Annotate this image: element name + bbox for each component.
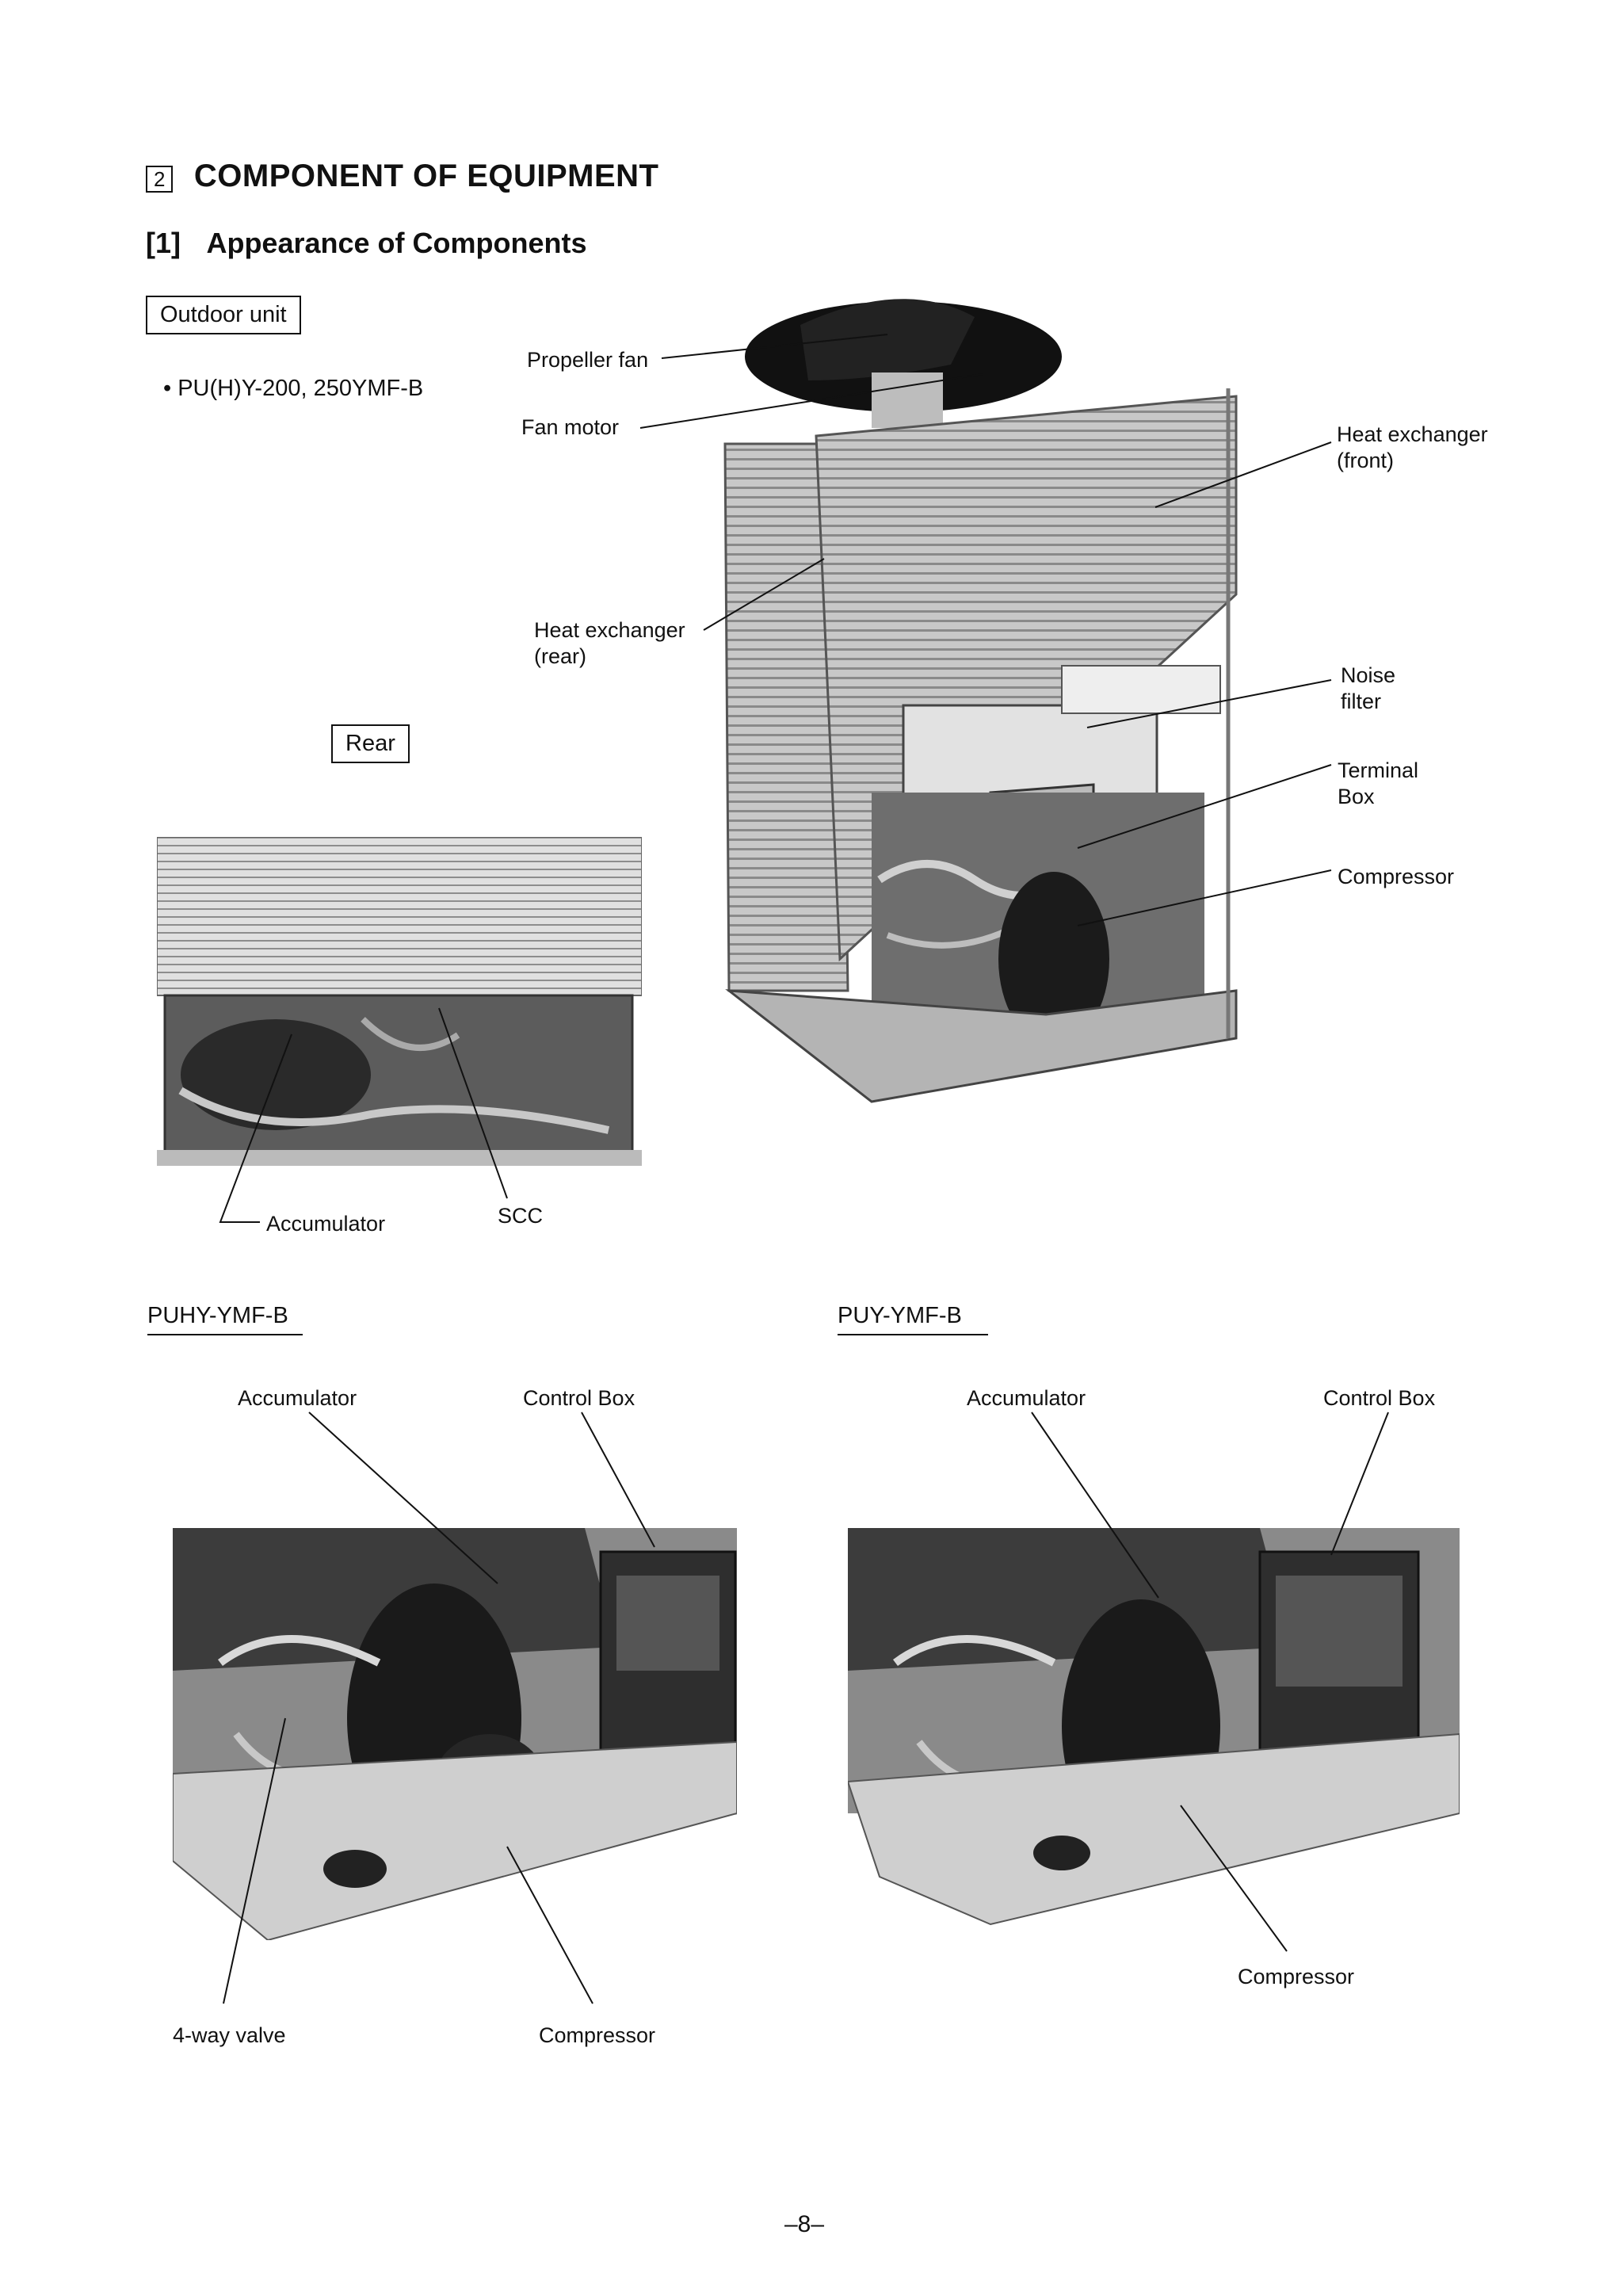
label-noise-filter: Noise filter [1341,663,1396,713]
section-title: COMPONENT OF EQUIPMENT [193,159,659,193]
label-scc: SCC [498,1204,544,1228]
outdoor-unit-photo [723,299,1238,1103]
label-puhy-control-box: Control Box [523,1386,635,1410]
puhy-title: PUHY-YMF-B [147,1303,303,1335]
label-propeller-fan: Propeller fan [527,348,649,372]
subsection-number: [1] [146,227,181,259]
puy-photo [848,1528,1460,1926]
label-puhy-accumulator: Accumulator [238,1386,357,1410]
label-puy-compressor: Compressor [1238,1965,1355,1988]
label-terminal-box: Terminal Box [1338,758,1419,808]
label-heat-exchanger-rear: Heat exchanger (rear) [534,618,685,668]
label-accumulator-rear: Accumulator [266,1212,386,1236]
rear-view-photo [157,837,642,1166]
rear-label: Rear [331,724,410,763]
label-puy-control-box: Control Box [1323,1386,1436,1410]
subsection-title: Appearance of Components [206,227,587,259]
model-bullet: • PU(H)Y-200, 250YMF-B [163,376,424,401]
label-heat-exchanger-front: Heat exchanger (front) [1337,422,1488,472]
section-number: 2 [146,166,174,193]
puhy-photo [173,1528,737,1940]
subsection-heading: [1] Appearance of Components [146,227,587,260]
page-number: –8– [784,2211,825,2237]
section-heading: 2 COMPONENT OF EQUIPMENT [146,159,659,194]
unit-label: Outdoor unit [146,296,301,334]
label-puhy-compressor: Compressor [539,2023,656,2047]
label-puy-accumulator: Accumulator [967,1386,1086,1410]
leader-puhy-control-box [581,1412,655,1548]
puy-title: PUY-YMF-B [838,1303,988,1335]
label-puhy-4way-valve: 4-way valve [173,2023,286,2047]
label-fan-motor: Fan motor [521,415,620,439]
label-compressor: Compressor [1338,865,1455,888]
